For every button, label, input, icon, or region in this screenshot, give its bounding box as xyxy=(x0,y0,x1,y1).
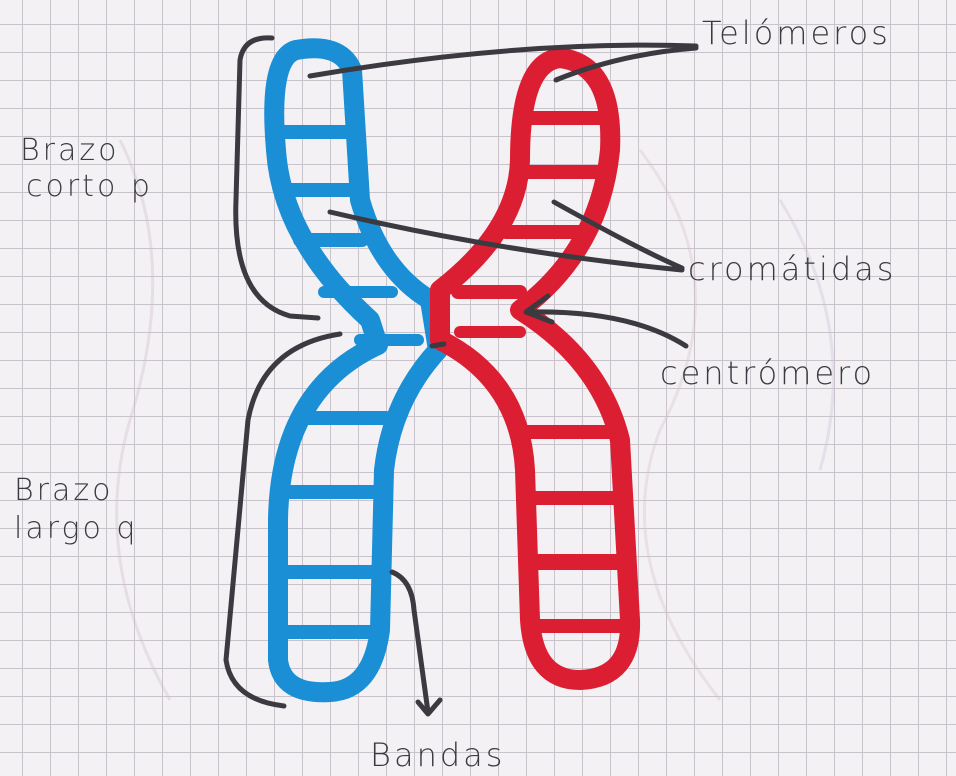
label-cromatidas: cromátidas xyxy=(688,250,896,288)
label-bandas: Bandas xyxy=(370,736,505,774)
pointer-bandas xyxy=(392,572,428,712)
label-centromero: centrómero xyxy=(660,354,875,392)
pointer-center-mark xyxy=(432,344,444,346)
background-doodles xyxy=(117,140,834,700)
label-brazo-largo-1: Brazo xyxy=(14,473,113,508)
label-brazo-corto-1: Brazo xyxy=(20,133,119,168)
red-chromatid-outline xyxy=(440,58,630,680)
pointer-telomeros-blue xyxy=(310,45,696,76)
label-brazo-largo-2: largo q xyxy=(14,511,138,546)
label-telomeros: Telómeros xyxy=(702,14,891,52)
label-brazo-corto-2: corto p xyxy=(26,169,153,204)
chromatid-red xyxy=(440,58,630,680)
